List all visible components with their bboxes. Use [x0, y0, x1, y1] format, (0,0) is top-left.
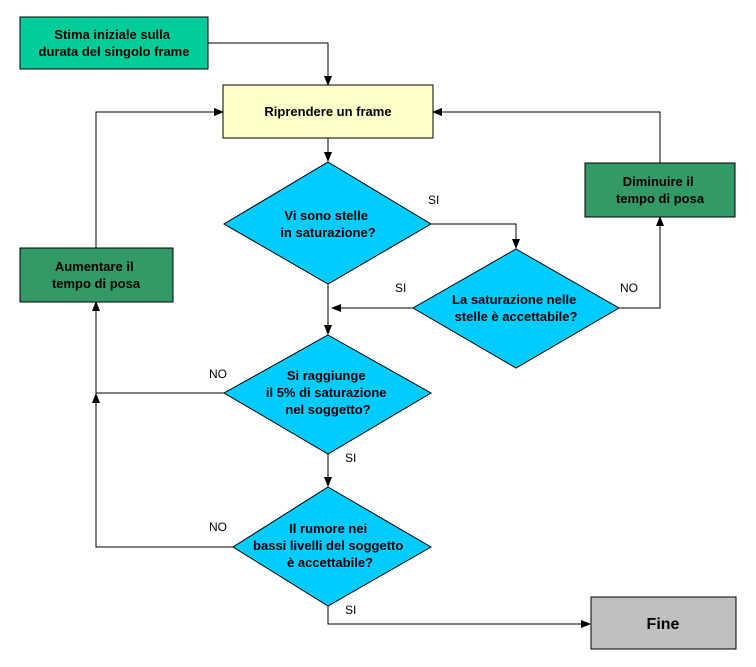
edge-noise-yes: [327, 606, 591, 628]
decision-noise: Il rumore nei bassi livelli del soggetto…: [232, 486, 432, 607]
increase-label-line-1: Aumentare il: [55, 259, 134, 274]
svg-text:Riprendere un frame: Riprendere un frame: [264, 104, 391, 119]
decrease-label-line-2: tempo di posa: [616, 191, 705, 206]
decision-acceptable-line-1: La saturazione nelle: [452, 292, 576, 307]
svg-text:Il rumore nei bassi live: Il rumore nei bassi livelli del soggetto…: [253, 521, 407, 570]
start-label-line-1: Stima iniziale sulla: [54, 27, 170, 42]
svg-text:Si raggiunge il 5% di sa: Si raggiunge il 5% di saturazione nel so…: [266, 368, 390, 417]
label-acceptable-no: NO: [620, 281, 638, 295]
decision-five-percent-line-3: nel soggetto?: [285, 402, 370, 417]
decrease-box: [584, 162, 736, 218]
decision-acceptable: La saturazione nelle stelle è accettabil…: [412, 248, 620, 369]
node-capture: Riprendere un frame: [222, 84, 434, 139]
edge-five-percent-no: [95, 392, 224, 399]
start-label-line-2: durata del singolo frame: [39, 44, 190, 59]
node-increase: Aumentare il tempo di posa: [19, 247, 174, 303]
svg-text:Diminuire il tempo di po: Diminuire il tempo di posa: [616, 174, 705, 206]
edge-acceptable-no: [619, 216, 664, 309]
start-box: [19, 16, 209, 70]
capture-box: [222, 84, 434, 139]
decision-acceptable-shape: [412, 248, 620, 369]
edge-noise-no: [92, 393, 233, 548]
decision-noise-shape: [232, 486, 432, 607]
edge-increase-to-capture: [95, 108, 224, 248]
node-end: Fine: [590, 596, 737, 650]
capture-label: Riprendere un frame: [264, 104, 391, 119]
edge-saturation-yes: [431, 223, 520, 249]
node-start: Stima iniziale sulla durata del singolo …: [19, 16, 209, 70]
decision-saturation-line-2: in saturazione?: [280, 225, 375, 240]
decision-saturation-line-1: Vi sono stelle: [284, 208, 368, 223]
svg-text:La saturazione nelle ste: La saturazione nelle stelle è accettabil…: [452, 292, 580, 324]
label-noise-no: NO: [209, 520, 227, 534]
edge-decrease-to-capture: [432, 108, 661, 163]
decision-noise-line-1: Il rumore nei: [289, 521, 367, 536]
label-acceptable-yes: SI: [395, 281, 406, 295]
svg-text:Vi sono stelle in satura: Vi sono stelle in saturazione?: [280, 208, 375, 240]
decrease-label-line-1: Diminuire il: [623, 174, 694, 189]
decision-five-percent-line-2: il 5% di saturazione: [266, 385, 387, 400]
decision-five-percent-shape: [222, 334, 432, 455]
decision-saturation-shape: [223, 161, 432, 285]
connectors: [92, 42, 664, 628]
edge-start-to-capture: [208, 42, 332, 86]
node-decrease: Diminuire il tempo di posa: [584, 162, 736, 218]
decision-five-percent-line-1: Si raggiunge: [287, 368, 366, 383]
decision-acceptable-line-2: stelle è accettabile?: [455, 309, 578, 324]
edge-labels: SI SI NO NO SI NO SI: [209, 193, 638, 617]
label-noise-yes: SI: [345, 603, 356, 617]
decision-noise-line-3: è accettabile?: [287, 555, 373, 570]
decision-five-percent: Si raggiunge il 5% di saturazione nel so…: [222, 334, 432, 455]
label-saturation-yes: SI: [428, 193, 439, 207]
end-box: [590, 596, 737, 650]
svg-text:Fine: Fine: [647, 616, 680, 633]
svg-text:Aumentare il tempo di po: Aumentare il tempo di posa: [52, 259, 141, 291]
increase-box: [19, 247, 174, 303]
label-five-percent-no: NO: [209, 367, 227, 381]
decision-saturation: Vi sono stelle in saturazione?: [223, 161, 432, 285]
end-label: Fine: [647, 616, 680, 633]
svg-text:Stima iniziale sulla dur: Stima iniziale sulla durata del singolo …: [39, 27, 190, 59]
label-five-percent-yes: SI: [345, 451, 356, 465]
increase-label-line-2: tempo di posa: [52, 276, 141, 291]
decision-noise-line-2: bassi livelli del soggetto: [253, 538, 403, 553]
